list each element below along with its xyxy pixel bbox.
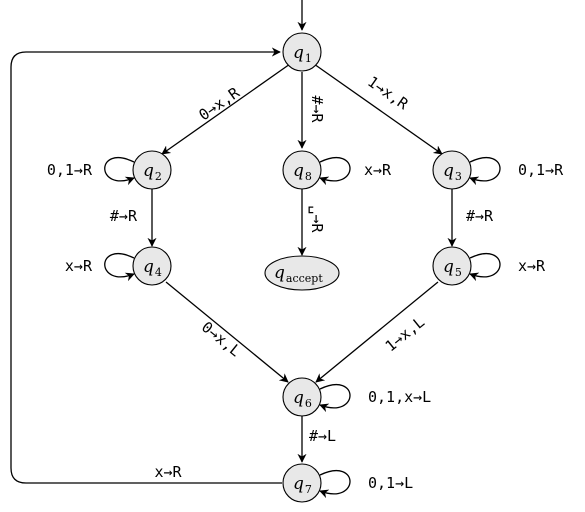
state-q2: q2 [132, 150, 172, 190]
label-q4-loop: x→R [65, 257, 93, 275]
svg-text:q7: q7 [293, 474, 312, 496]
edge-q4-q6 [165, 281, 289, 383]
svg-text:q1: q1 [293, 43, 312, 65]
label-q1-q3: 1→x,R [364, 73, 412, 114]
label-q2-loop: 0,1→R [47, 161, 93, 179]
label-q7-q1: x→R [154, 463, 182, 481]
state-q5: q5 [432, 246, 472, 286]
label-q5-q6: 1→x,L [382, 313, 428, 355]
label-q5-loop: x→R [518, 257, 546, 275]
label-q4-q6: 0→x,L [198, 318, 244, 360]
state-q8: q8 [282, 150, 322, 190]
loop-q4 [104, 252, 135, 282]
edge-q1-q3 [313, 63, 443, 155]
loop-q6 [319, 383, 351, 413]
state-q7: q7 [282, 463, 322, 503]
loop-q2 [104, 156, 135, 186]
label-q6-q7: #→L [309, 427, 336, 445]
label-q2-q4: #→R [110, 207, 138, 225]
loop-q3 [469, 156, 501, 186]
svg-text:q2: q2 [143, 161, 162, 183]
svg-text:q8: q8 [293, 161, 312, 183]
label-q3-q5: #→R [466, 207, 494, 225]
loop-q5 [469, 252, 501, 282]
label-q1-q8: #→R [308, 95, 326, 123]
edge-q1-q2 [161, 63, 291, 155]
state-q3: q3 [432, 150, 472, 190]
loop-q7 [319, 469, 351, 499]
label-q8-loop: x→R [364, 161, 392, 179]
loop-q8 [319, 156, 351, 186]
svg-text:q5: q5 [443, 257, 462, 279]
state-q4: q4 [132, 246, 172, 286]
edge-q5-q6 [315, 281, 439, 383]
svg-text:qaccept: qaccept [274, 263, 323, 285]
state-q1: q1 [282, 32, 322, 72]
svg-text:q4: q4 [143, 257, 162, 279]
label-q8-qaccept: ␣→R [308, 205, 326, 233]
label-q3-loop: 0,1→R [518, 161, 564, 179]
label-q1-q2: 0→x,R [195, 83, 243, 124]
svg-text:q3: q3 [443, 161, 462, 183]
state-q6: q6 [282, 377, 322, 417]
label-q6-loop: 0,1,x→L [368, 388, 431, 406]
label-q7-loop: 0,1→L [368, 474, 413, 492]
svg-text:q6: q6 [293, 388, 312, 410]
state-qaccept: qaccept [264, 255, 340, 291]
edge-q7-q1 [10, 47, 282, 484]
